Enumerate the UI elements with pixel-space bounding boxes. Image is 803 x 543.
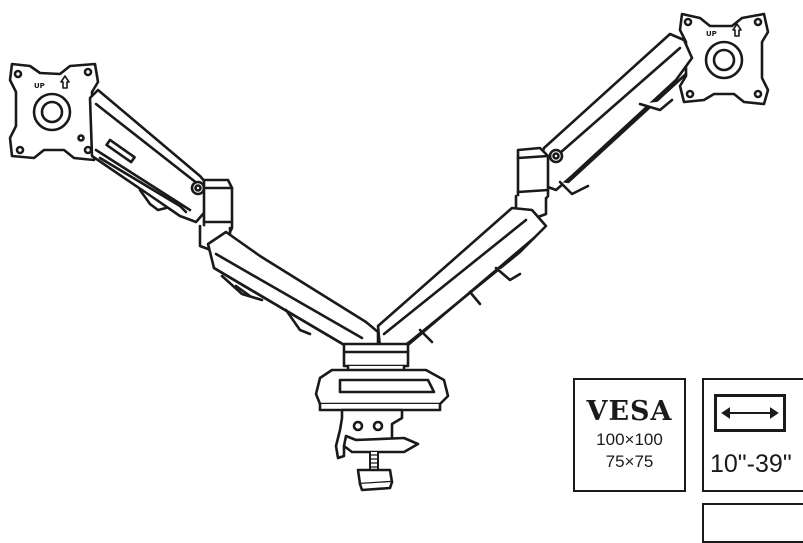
additional-spec-badge xyxy=(702,503,803,543)
desk-clamp xyxy=(334,408,420,492)
double-arrow-width-icon xyxy=(714,394,786,432)
left-elbow-joint xyxy=(198,178,234,254)
vesa-title: VESA xyxy=(586,396,673,427)
monitor-arm-drawing: UP xyxy=(8,12,770,492)
screen-size-spec-badge: 10"-39" xyxy=(702,378,803,492)
right-lower-arm xyxy=(376,206,548,354)
left-plate-up-marking: UP xyxy=(34,82,45,90)
vesa-spec-badge: VESA 100×100 75×75 xyxy=(573,378,686,492)
desk-base-plate xyxy=(314,368,450,412)
vesa-size-secondary: 75×75 xyxy=(605,452,654,471)
right-upper-arm xyxy=(534,32,694,196)
screen-size-range: 10"-39" xyxy=(710,450,792,478)
left-vesa-plate: UP xyxy=(8,62,100,162)
product-illustration: UP xyxy=(8,12,770,492)
left-lower-arm xyxy=(206,230,380,354)
right-plate-up-marking: UP xyxy=(706,30,717,38)
left-upper-arm xyxy=(88,88,214,224)
vesa-size-primary: 100×100 xyxy=(596,430,663,449)
right-vesa-plate: UP xyxy=(678,12,770,106)
